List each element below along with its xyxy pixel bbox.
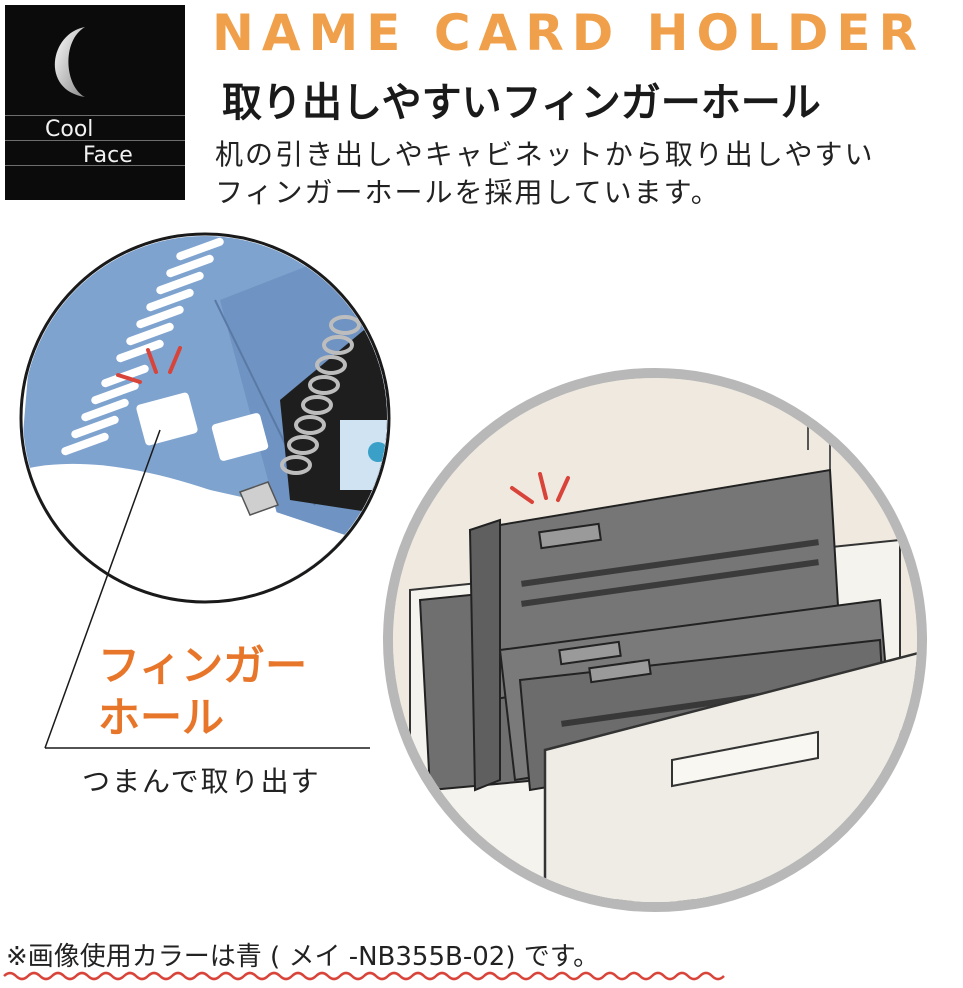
binder-closeup-circle [19, 232, 391, 604]
finger-hole-label: フィンガー ホール [98, 640, 307, 744]
finger-hole [136, 392, 198, 446]
description-line-1: 机の引き出しやキャビネットから取り出しやすい [215, 138, 875, 171]
page-title-japanese: 取り出しやすいフィンガーホール [222, 80, 821, 126]
logo-word-face: Face [83, 143, 133, 168]
page-title-english: NAME CARD HOLDER [212, 4, 926, 62]
description-line-2: フィンガーホールを採用しています。 [215, 176, 721, 209]
attention-marks [116, 346, 182, 384]
description: 机の引き出しやキャビネットから取り出しやすい フィンガーホールを採用しています。 [215, 136, 955, 212]
logo-word-cool: Cool [45, 117, 94, 142]
pick-up-caption: つまんで取り出す [82, 765, 321, 798]
crescent-logo-icon [54, 27, 85, 97]
wavy-underline [3, 971, 725, 981]
callout-leader [44, 429, 370, 749]
finger-hole-label-line-2: ホール [98, 693, 225, 742]
binder-rings [280, 315, 361, 475]
color-footnote: ※画像使用カラーは青 ( メイ -NB355B-02) です。 [6, 942, 600, 972]
cool-face-logo: Cool Face [5, 5, 185, 200]
drawer-scene-circle [383, 368, 927, 912]
finger-hole-label-line-1: フィンガー [98, 641, 308, 690]
